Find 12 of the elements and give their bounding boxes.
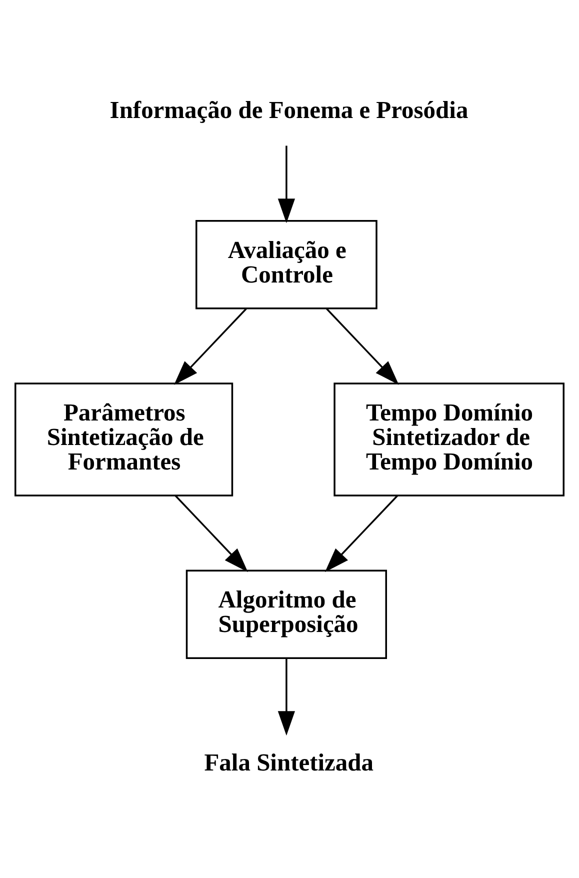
node-box: Parâmetros Sintetização de Formantes [14,382,234,496]
node-box: Tempo Domínio Sintetizador de Tempo Domínio [334,382,564,496]
node-text: Fala Sintetizada [204,748,374,776]
arrow [326,308,399,384]
arrow [324,494,398,572]
node-text: Informação de Fonema e Prosódia [110,96,468,124]
node-box: Avaliação e Controle [196,220,378,309]
arrow [174,494,248,572]
arrow [174,308,247,384]
arrow [278,658,296,736]
node-box: Algoritmo de Superposição [186,569,387,658]
arrow [278,145,296,223]
